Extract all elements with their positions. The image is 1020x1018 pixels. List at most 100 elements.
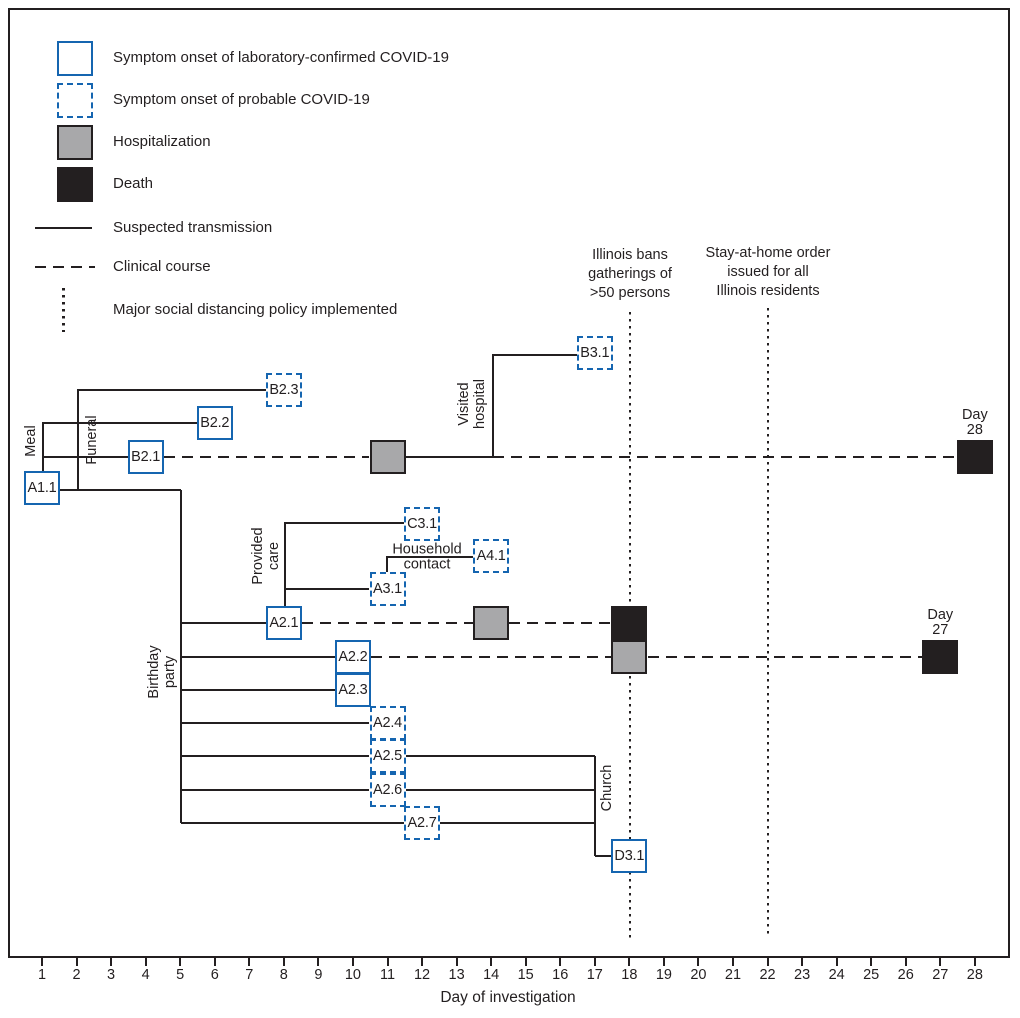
axis-tick-label: 3 <box>107 967 116 983</box>
transmission-line <box>387 555 473 559</box>
case-box-A4.1: A4.1 <box>473 539 510 573</box>
transmission-line <box>78 388 266 392</box>
transmission-line <box>181 621 266 625</box>
axis-tick-label: 27 <box>932 967 949 983</box>
legend-label: Clinical course <box>113 258 211 276</box>
transmission-line <box>181 788 369 792</box>
axis-tick <box>593 958 596 966</box>
legend-death-swatch <box>57 166 93 202</box>
case-box-A2.2: A2.2 <box>334 640 371 674</box>
group-label: Meal <box>23 425 39 457</box>
event-day-label: Day 27 <box>927 607 954 638</box>
transmission-line <box>283 522 287 606</box>
transmission-line <box>593 756 597 856</box>
group-label: Church <box>599 764 615 812</box>
transmission-line <box>493 353 577 357</box>
axis-tick-label: 19 <box>655 967 672 983</box>
transmission-line <box>595 854 612 858</box>
axis-tick <box>248 958 251 966</box>
case-box-B3.1: B3.1 <box>576 336 613 370</box>
axis-tick-label: 8 <box>279 967 288 983</box>
clinical-course-line <box>164 455 369 459</box>
case-box-A2.6: A2.6 <box>369 773 406 807</box>
legend-label: Hospitalization <box>113 133 211 151</box>
case-box-A3.1: A3.1 <box>369 572 406 606</box>
axis-tick-label: 11 <box>379 967 396 983</box>
axis-tick <box>455 958 458 966</box>
death-box <box>922 640 959 674</box>
axis-tick-label: 21 <box>724 967 742 983</box>
case-box-B2.1: B2.1 <box>127 440 164 474</box>
axis-tick-label: 24 <box>828 967 845 983</box>
axis-tick-label: 28 <box>966 967 983 983</box>
legend-label: Major social distancing policy implement… <box>113 301 398 319</box>
hospitalization-box <box>473 606 510 640</box>
axis-tick <box>732 958 734 966</box>
axis-tick <box>524 958 527 966</box>
transmission-line <box>285 587 369 591</box>
axis-tick <box>317 958 320 966</box>
axis-tick-label: 1 <box>37 967 47 983</box>
axis-tick-label: 25 <box>863 967 880 983</box>
axis-tick-label: 9 <box>314 967 323 983</box>
axis-tick <box>835 958 838 966</box>
clinical-course-line <box>648 655 922 659</box>
case-box-A2.4: A2.4 <box>369 706 406 740</box>
transmission-line <box>440 821 595 825</box>
hospitalization-box <box>611 640 648 674</box>
case-box-A1.1: A1.1 <box>24 471 60 505</box>
group-label: Funeral <box>84 415 100 465</box>
transmission-line <box>60 488 181 492</box>
figure-frame <box>8 8 1010 958</box>
axis-tick-label: 2 <box>72 967 81 983</box>
case-box-A2.3: A2.3 <box>334 673 371 707</box>
axis-title: Day of investigation <box>440 989 576 1006</box>
axis-tick <box>559 958 562 966</box>
transmission-line <box>385 556 389 572</box>
case-box-C3.1: C3.1 <box>404 507 441 541</box>
axis-tick-label: 18 <box>621 967 638 983</box>
axis-tick <box>75 958 78 966</box>
axis-tick-label: 15 <box>517 967 534 983</box>
death-box <box>956 440 993 474</box>
axis-tick <box>662 958 665 966</box>
axis-tick-label: 12 <box>413 967 431 983</box>
transmission-line <box>406 455 493 459</box>
policy-annotation: Stay-at-home order issued for all Illino… <box>705 245 831 299</box>
clinical-course-line <box>509 621 611 625</box>
axis-tick <box>386 958 389 966</box>
case-box-B2.2: B2.2 <box>196 406 233 440</box>
legend-label: Symptom onset of laboratory-confirmed CO… <box>113 49 449 67</box>
axis-tick <box>697 958 700 966</box>
transmission-line <box>181 688 335 692</box>
axis-tick <box>939 958 942 966</box>
group-label: Household contact <box>392 541 462 572</box>
axis-tick-label: 22 <box>759 967 776 983</box>
case-box-B2.3: B2.3 <box>265 373 302 407</box>
axis-tick <box>628 958 631 966</box>
axis-tick-label: 6 <box>210 967 219 983</box>
axis-tick <box>351 958 354 966</box>
event-day-label: Day 28 <box>961 407 988 438</box>
death-box <box>611 606 648 640</box>
axis-tick-label: 23 <box>794 967 811 983</box>
transmission-line <box>406 754 595 758</box>
legend-probable-swatch <box>57 82 93 118</box>
axis-tick-label: 16 <box>552 967 569 983</box>
axis-tick-label: 10 <box>344 967 362 983</box>
transmission-line <box>179 490 183 823</box>
transmission-line <box>285 521 404 525</box>
clinical-course-line <box>371 655 611 659</box>
clinical-course-line <box>302 621 473 625</box>
transmission-line <box>76 389 80 490</box>
transmission-line <box>181 655 335 659</box>
legend-label: Suspected transmission <box>113 219 273 237</box>
case-box-D3.1: D3.1 <box>611 839 648 873</box>
axis-tick-label: 7 <box>245 967 254 983</box>
axis-tick <box>801 958 804 966</box>
transmission-line <box>43 455 128 459</box>
axis-tick <box>144 958 147 966</box>
axis-tick <box>179 958 182 966</box>
axis-tick-label: 5 <box>176 967 185 983</box>
transmission-line <box>181 754 369 758</box>
